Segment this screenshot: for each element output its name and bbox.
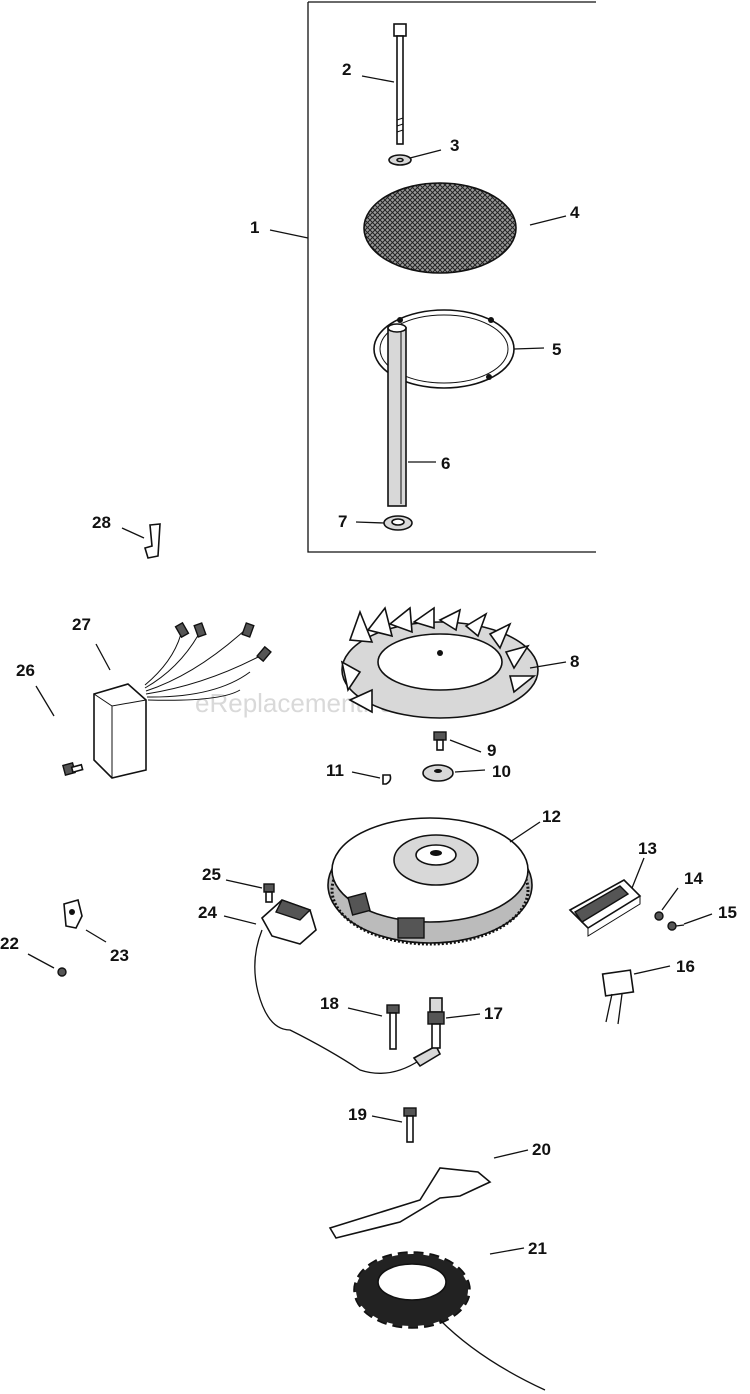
callout-5: 5 (552, 340, 561, 359)
kit-bracket (307, 1, 596, 553)
callout-7: 7 (338, 512, 347, 531)
part-9-bolt (433, 731, 447, 751)
part-13-regulator (568, 879, 642, 937)
part-7-washer (383, 515, 413, 531)
part-23-clip (63, 899, 83, 929)
callout-15: 15 (718, 903, 737, 922)
callout-16: 16 (676, 957, 695, 976)
part-8-fan (340, 606, 539, 719)
callout-13: 13 (638, 839, 657, 858)
part-25-screw (263, 883, 275, 903)
part-2-long-bolt (393, 23, 407, 145)
part-12-flywheel (327, 817, 533, 946)
callout-18: 18 (320, 994, 339, 1013)
part-26-screw (62, 762, 84, 776)
callout-28: 28 (92, 513, 111, 532)
part-28-bracket (144, 523, 161, 559)
callout-12: 12 (542, 807, 561, 826)
callout-17: 17 (484, 1004, 503, 1023)
part-16-connector (601, 969, 635, 1025)
part-3-washer (388, 154, 412, 166)
callout-26: 26 (16, 661, 35, 680)
callout-11: 11 (326, 761, 344, 780)
callout-3: 3 (450, 136, 459, 155)
part-4-screen (363, 182, 517, 274)
callout-1: 1 (250, 218, 259, 237)
callout-27: 27 (72, 615, 91, 634)
leader-lines (27, 75, 713, 1255)
part-22-nut (57, 967, 67, 977)
part-19-bolt (403, 1107, 417, 1143)
callout-25: 25 (202, 865, 221, 884)
callout-23: 23 (110, 946, 129, 965)
part-11-key (382, 774, 392, 785)
callout-19: 19 (348, 1105, 367, 1124)
callout-2: 2 (342, 60, 351, 79)
part-15-screw (667, 921, 685, 931)
callouts: 1 2 3 4 5 6 7 8 9 10 11 12 13 14 15 16 1… (0, 60, 737, 1258)
part-24-ignition-coil (254, 899, 442, 1074)
callout-9: 9 (487, 741, 496, 760)
callout-4: 4 (570, 203, 580, 222)
callout-14: 14 (684, 869, 703, 888)
part-6-spacer-tube (387, 323, 407, 507)
callout-24: 24 (198, 903, 217, 922)
callout-10: 10 (492, 762, 511, 781)
part-20-bracket (328, 1167, 492, 1239)
callout-21: 21 (528, 1239, 547, 1258)
part-21-stator (352, 1250, 546, 1391)
callout-6: 6 (441, 454, 450, 473)
part-27-ignition-module (93, 621, 272, 779)
callout-22: 22 (0, 934, 19, 953)
part-10-washer (422, 764, 454, 782)
part-14-nut (654, 911, 664, 921)
callout-8: 8 (570, 652, 579, 671)
callout-20: 20 (532, 1140, 551, 1159)
part-18-bolt (386, 1004, 400, 1050)
part-17-spark-plug (427, 997, 445, 1049)
